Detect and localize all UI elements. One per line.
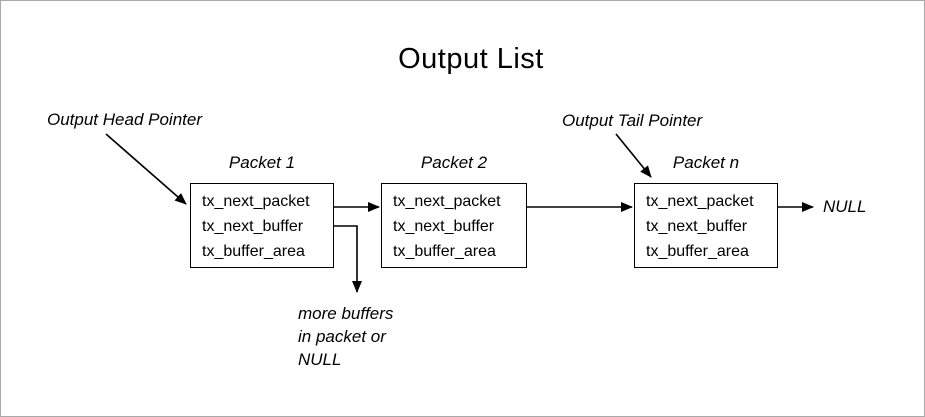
packet-1-box: tx_next_packet tx_next_buffer tx_buffer_…	[190, 183, 334, 268]
packet-2-box: tx_next_packet tx_next_buffer tx_buffer_…	[381, 183, 527, 268]
more-buffers-line-1: more buffers	[298, 304, 394, 323]
null-terminator-label: NULL	[823, 197, 867, 216]
packet-2-label: Packet 2	[420, 153, 488, 172]
diagram-title: Output List	[398, 43, 544, 75]
output-tail-pointer-label: Output Tail Pointer	[562, 111, 703, 130]
packet-2-field-tx-next-packet: tx_next_packet	[393, 193, 501, 210]
packet-n-field-tx-next-packet: tx_next_packet	[646, 193, 754, 210]
more-buffers-label: more buffers in packet or NULL	[298, 302, 393, 371]
packet-1-field-tx-next-buffer: tx_next_buffer	[202, 218, 304, 235]
output-head-pointer-label: Output Head Pointer	[47, 110, 202, 129]
packet-2-field-tx-next-buffer: tx_next_buffer	[393, 218, 495, 235]
packet-n-field-tx-next-buffer: tx_next_buffer	[646, 218, 748, 235]
packet-n-label: Packet n	[672, 153, 740, 172]
packet-1-label: Packet 1	[228, 153, 296, 172]
packet-1-field-tx-next-packet: tx_next_packet	[202, 193, 310, 210]
packet-n-box: tx_next_packet tx_next_buffer tx_buffer_…	[634, 183, 778, 268]
more-buffers-line-3: NULL	[298, 350, 342, 369]
head-pointer-arrow	[105, 133, 187, 205]
more-buffers-line-2: in packet or	[298, 327, 386, 346]
packet-2-field-tx-buffer-area: tx_buffer_area	[393, 243, 496, 260]
packet-1-field-tx-buffer-area: tx_buffer_area	[202, 243, 305, 260]
packet-n-field-tx-buffer-area: tx_buffer_area	[646, 243, 749, 260]
buffer-branch-arrow	[334, 225, 362, 293]
